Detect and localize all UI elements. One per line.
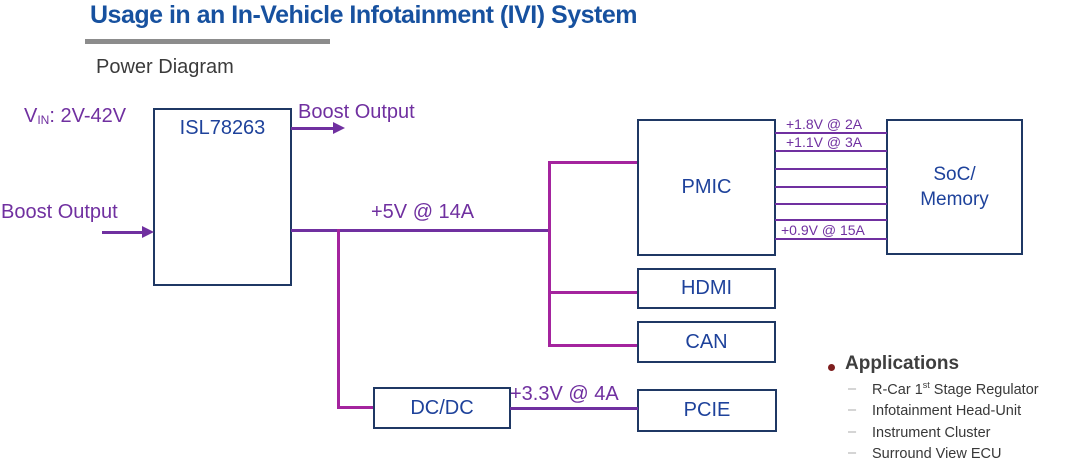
rail-3v3-label: +3.3V @ 4A (510, 383, 619, 405)
vin-prefix: V (24, 105, 38, 127)
dash-icon: – (848, 381, 857, 397)
block-hdmi: HDMI (637, 268, 776, 309)
block-pcie-label: PCIE (683, 399, 731, 421)
wire-stub-pmic (548, 161, 637, 164)
wire-branch-dcdc-horizontal (337, 406, 375, 409)
wire-3v3 (510, 407, 638, 410)
block-pcie: PCIE (637, 389, 777, 432)
wire-soc-rail-6 (775, 219, 887, 221)
diagram-subtitle: Power Diagram (96, 56, 234, 78)
wire-soc-rail-2 (775, 150, 887, 152)
block-can: CAN (637, 321, 776, 363)
block-hdmi-label: HDMI (680, 277, 733, 299)
wire-junction-vertical (548, 161, 551, 347)
block-pmic: PMIC (637, 119, 776, 256)
soc-rail-label-1v1: +1.1V @ 3A (786, 134, 863, 150)
application-item-instrument-cluster: – Instrument Cluster (848, 423, 991, 441)
soc-rail-label-1v8: +1.8V @ 2A (786, 116, 863, 132)
wire-soc-rail-7 (775, 238, 887, 240)
boost-output-left-label: Boost Output (1, 201, 118, 223)
soc-rail-label-0v9: +0.9V @ 15A (781, 222, 865, 238)
dash-icon: – (848, 445, 857, 462)
block-dcdc: DC/DC (373, 387, 511, 429)
application-item-surround-view: – Surround View ECU (848, 445, 1002, 462)
wire-soc-rail-1 (775, 132, 887, 134)
dash-icon: – (848, 402, 857, 419)
block-isl78263: ISL78263 (153, 108, 292, 286)
block-soc-label-line1: SoC/ (933, 164, 976, 185)
dash-icon: – (848, 423, 857, 440)
vin-label: VIN: 2V-42V (24, 105, 126, 128)
title-underline (85, 39, 330, 44)
wire-branch-dcdc-vertical (337, 229, 340, 409)
block-soc-label-line2: Memory (920, 189, 989, 210)
vin-subscript: IN (37, 113, 50, 127)
wire-soc-rail-4 (775, 186, 887, 188)
wire-stub-can (548, 344, 637, 347)
block-can-label: CAN (685, 330, 728, 353)
wire-boost-left (102, 231, 143, 234)
wire-soc-rail-3 (775, 168, 887, 170)
boost-top-arrowhead-icon (333, 122, 345, 134)
page-title: Usage in an In-Vehicle Infotainment (IVI… (90, 1, 637, 29)
applications-bullet-icon (828, 364, 835, 371)
block-soc-memory: SoC/ Memory (886, 119, 1023, 255)
wire-5v-main (291, 229, 550, 232)
block-pmic-label: PMIC (681, 176, 732, 198)
rail-5v-label: +5V @ 14A (371, 201, 475, 223)
wire-boost-top (291, 127, 333, 130)
applications-header: Applications (845, 353, 960, 374)
wire-stub-hdmi (548, 291, 637, 294)
wire-soc-rail-5 (775, 203, 887, 205)
vin-range: : 2V-42V (49, 105, 127, 127)
boost-left-arrowhead-icon (142, 226, 154, 238)
application-item-rcar: – R-Car 1st Stage Regulator (848, 380, 1039, 398)
application-item-infotainment: – Infotainment Head-Unit (848, 402, 1022, 420)
applications-list: – R-Car 1st Stage Regulator – Infotainme… (848, 381, 1039, 465)
block-dcdc-label: DC/DC (410, 396, 474, 419)
block-isl78263-label: ISL78263 (179, 117, 266, 139)
boost-output-top-label: Boost Output (298, 101, 415, 123)
